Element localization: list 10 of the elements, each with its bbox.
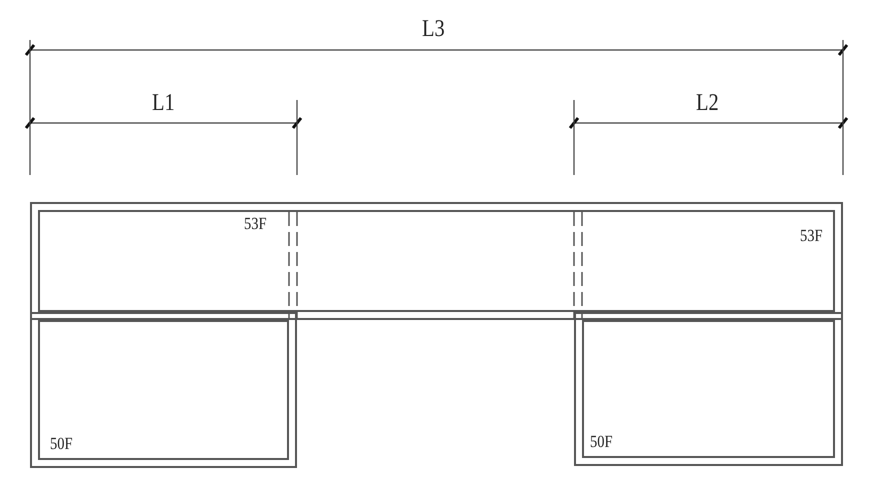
dimension-label: L2 (696, 90, 719, 117)
floor-block (574, 312, 843, 466)
floor-label: 53F (800, 226, 822, 246)
floor-label: 50F (590, 432, 612, 452)
floor-label: 50F (50, 434, 72, 454)
floor-label: 53F (244, 214, 266, 234)
dimension-label: L1 (152, 90, 175, 117)
floor-band (30, 202, 843, 320)
floor-block (30, 312, 297, 468)
dimension-label: L3 (422, 16, 445, 43)
